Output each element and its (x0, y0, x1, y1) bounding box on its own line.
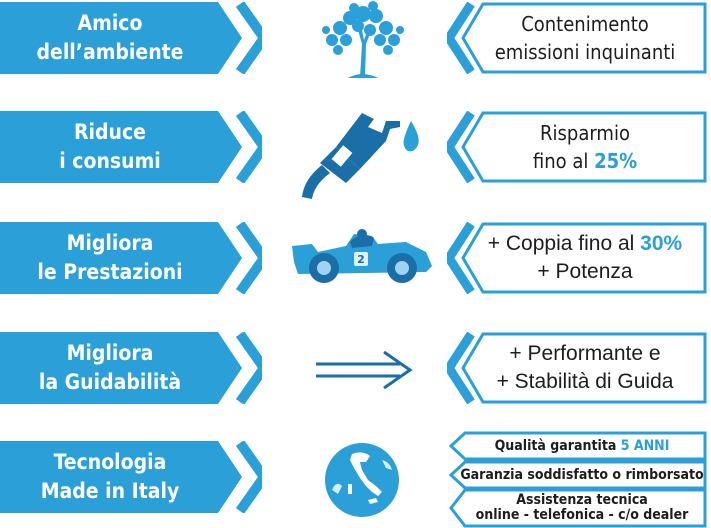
label-line: Made in Italy (40, 479, 180, 503)
benefit-row-handling: Migliora la Guidabilità + Performante e … (0, 332, 711, 412)
label-line: Tecnologia (53, 450, 167, 474)
label-line: dell’ambiente (36, 40, 184, 64)
info-box: + Coppia fino al 30% + Potenza (447, 222, 709, 294)
label-line: i consumi (59, 149, 161, 173)
info-line: + Stabilità di Guida (496, 370, 674, 393)
label-line: Migliora (66, 231, 154, 255)
guarantee-text: Garanzia soddisfatto o rimborsato (460, 466, 704, 483)
benefit-row-environment: Amico dell’ambiente Contenimento emissio… (0, 1, 711, 82)
benefit-row-consumption: Riduce i consumi Risparmio fino al 25% (0, 111, 711, 199)
label-tab: Riduce i consumi (0, 111, 262, 183)
support-line: Assistenza tecnica (516, 492, 648, 508)
info-box: Risparmio fino al 25% (447, 111, 709, 183)
label-line: la Guidabilità (38, 370, 182, 394)
info-line: Risparmio (540, 121, 630, 145)
car-number: 2 (357, 253, 365, 266)
support-line: online - telefonica - c/o dealer (475, 507, 689, 523)
benefit-row-technology: Tecnologia Made in Italy Qualità garanti… (0, 431, 711, 528)
label-tab: Amico dell’ambiente (0, 2, 262, 74)
label-tab: Migliora le Prestazioni (0, 222, 262, 294)
globe-italy-icon (325, 443, 399, 517)
info-line: emissioni inquinanti (494, 40, 676, 64)
warranty-text: Qualità garantita 5 ANNI (494, 437, 670, 454)
label-line: Amico (77, 11, 143, 35)
info-line: + Performante e (509, 342, 661, 365)
label-tab: Migliora la Guidabilità (0, 332, 262, 404)
warranty-box: Qualità garantita 5 ANNI (447, 431, 709, 461)
label-line: le Prestazioni (37, 260, 183, 284)
info-line: fino al 25% (532, 149, 638, 173)
highlight-value: 30% (640, 232, 683, 255)
highlight-value: 25% (594, 149, 638, 173)
highlight-value: 5 ANNI (620, 437, 670, 454)
label-line: Riduce (73, 120, 146, 144)
label-line: Migliora (66, 341, 154, 365)
race-car-icon: 2 (292, 229, 432, 283)
support-box: Assistenza tecnica online - telefonica -… (447, 488, 709, 528)
info-box: Contenimento emissioni inquinanti (447, 2, 709, 74)
tree-icon (322, 1, 404, 78)
label-tab: Tecnologia Made in Italy (0, 441, 262, 513)
double-arrow-icon (316, 350, 413, 390)
info-box: + Performante e + Stabilità di Guida (447, 332, 709, 404)
info-line: + Coppia fino al 30% (487, 232, 683, 255)
benefit-row-performance: Migliora le Prestazioni 2 + Coppia fino … (0, 222, 711, 302)
info-line: + Potenza (537, 260, 633, 283)
guarantee-box: Garanzia soddisfatto o rimborsato (447, 460, 709, 490)
fuel-pump-icon (302, 113, 419, 199)
info-line: Contenimento (521, 12, 649, 36)
